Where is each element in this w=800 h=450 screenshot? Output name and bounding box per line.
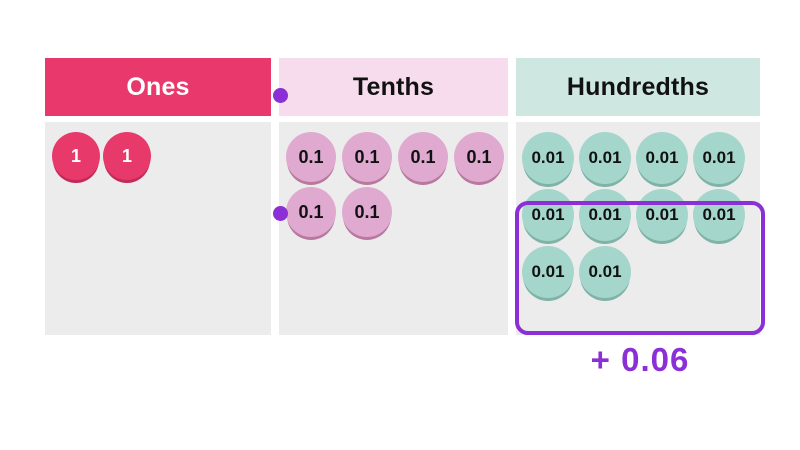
- column-header-tenths: Tenths: [279, 58, 508, 116]
- column-body-tenths: 0.1 0.1 0.1 0.1 0.1 0.1: [279, 122, 508, 335]
- decimal-point-marker-icon: [273, 88, 288, 103]
- counter-chip-tenth[interactable]: 0.1: [342, 187, 392, 237]
- column-body-hundredths: 0.01 0.01 0.01 0.01 0.01 0.01 0.01 0.01 …: [516, 122, 760, 335]
- column-header-ones: Ones: [45, 58, 271, 116]
- counter-chip-hundredth[interactable]: 0.01: [693, 189, 745, 241]
- counter-chip-hundredth[interactable]: 0.01: [636, 189, 688, 241]
- chip-row: 0.01 0.01 0.01 0.01: [522, 189, 760, 241]
- counter-chip-tenth[interactable]: 0.1: [286, 187, 336, 237]
- chip-row: 0.1 0.1: [286, 187, 508, 237]
- counter-chip-hundredth[interactable]: 0.01: [522, 246, 574, 298]
- counter-chip-tenth[interactable]: 0.1: [398, 132, 448, 182]
- chip-row: 0.1 0.1 0.1 0.1: [286, 132, 508, 182]
- highlight-caption: + 0.06: [590, 341, 690, 378]
- counter-chip-hundredth[interactable]: 0.01: [522, 189, 574, 241]
- counter-chip-one[interactable]: 1: [52, 132, 100, 180]
- counter-chip-hundredth[interactable]: 0.01: [579, 132, 631, 184]
- counter-chip-tenth[interactable]: 0.1: [342, 132, 392, 182]
- counter-chip-tenth[interactable]: 0.1: [454, 132, 504, 182]
- place-value-board: Ones Tenths Hundredths 1 1 0.1 0.1 0.1 0…: [45, 58, 765, 398]
- column-header-hundredths: Hundredths: [516, 58, 760, 116]
- column-header-row: Ones Tenths Hundredths: [45, 58, 760, 116]
- counter-chip-one[interactable]: 1: [103, 132, 151, 180]
- counter-chip-hundredth[interactable]: 0.01: [522, 132, 574, 184]
- counter-chip-hundredth[interactable]: 0.01: [579, 246, 631, 298]
- decimal-point-marker-icon: [273, 206, 288, 221]
- counter-chip-hundredth[interactable]: 0.01: [579, 189, 631, 241]
- column-body-ones: 1 1: [45, 122, 271, 335]
- chip-row: 0.01 0.01: [522, 246, 760, 298]
- counter-chip-tenth[interactable]: 0.1: [286, 132, 336, 182]
- column-body-row: 1 1 0.1 0.1 0.1 0.1 0.1 0.1 0.01 0.01 0.…: [45, 122, 760, 335]
- counter-chip-hundredth[interactable]: 0.01: [636, 132, 688, 184]
- counter-chip-hundredth[interactable]: 0.01: [693, 132, 745, 184]
- chip-row: 0.01 0.01 0.01 0.01: [522, 132, 760, 184]
- chip-row: 1 1: [52, 132, 271, 180]
